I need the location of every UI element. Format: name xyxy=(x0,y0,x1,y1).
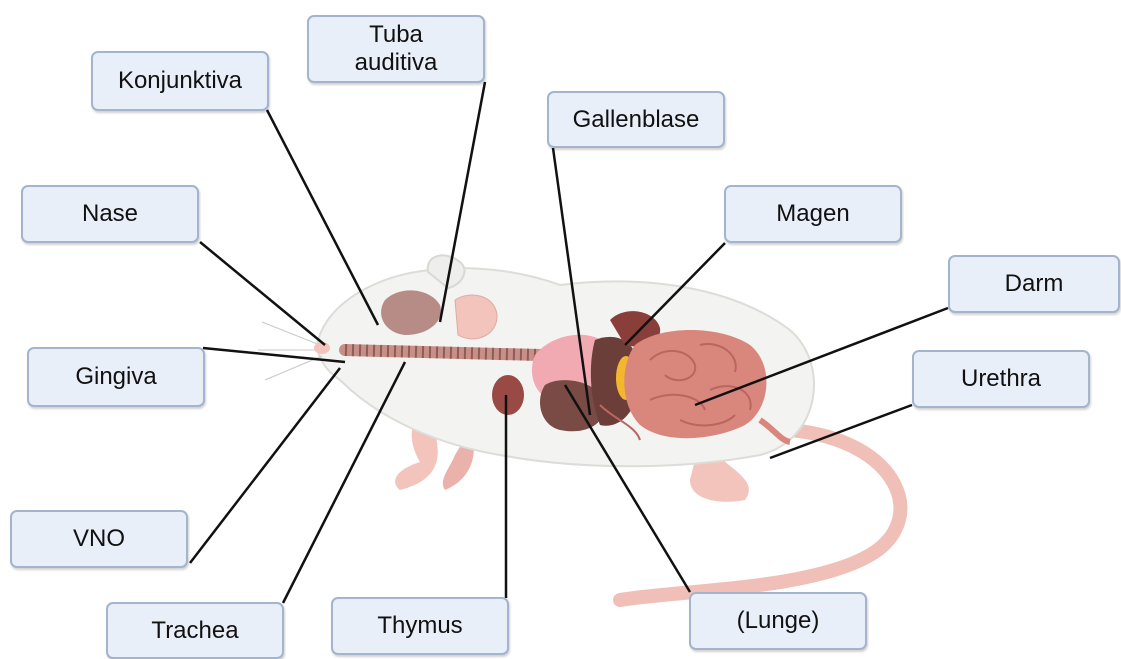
label-lunge: (Lunge) xyxy=(689,592,867,650)
label-magen: Magen xyxy=(724,185,902,243)
label-gallenblase: Gallenblase xyxy=(547,91,725,148)
label-tuba-auditiva: Tuba auditiva xyxy=(307,15,485,83)
label-darm: Darm xyxy=(948,255,1120,313)
label-vno: VNO xyxy=(10,510,188,568)
thymus-organ xyxy=(492,375,524,415)
inner-ear-blob xyxy=(455,295,497,339)
label-urethra: Urethra xyxy=(912,350,1090,408)
label-gingiva: Gingiva xyxy=(27,347,205,407)
label-thymus: Thymus xyxy=(331,597,509,655)
label-trachea: Trachea xyxy=(106,602,284,659)
leader-trachea xyxy=(283,362,405,603)
intestine-organ xyxy=(624,330,766,438)
leader-nase xyxy=(200,242,325,345)
label-konjunktiva: Konjunktiva xyxy=(91,51,269,111)
leader-konjunktiva xyxy=(267,110,378,325)
whiskers xyxy=(258,300,322,380)
label-nase: Nase xyxy=(21,185,199,243)
